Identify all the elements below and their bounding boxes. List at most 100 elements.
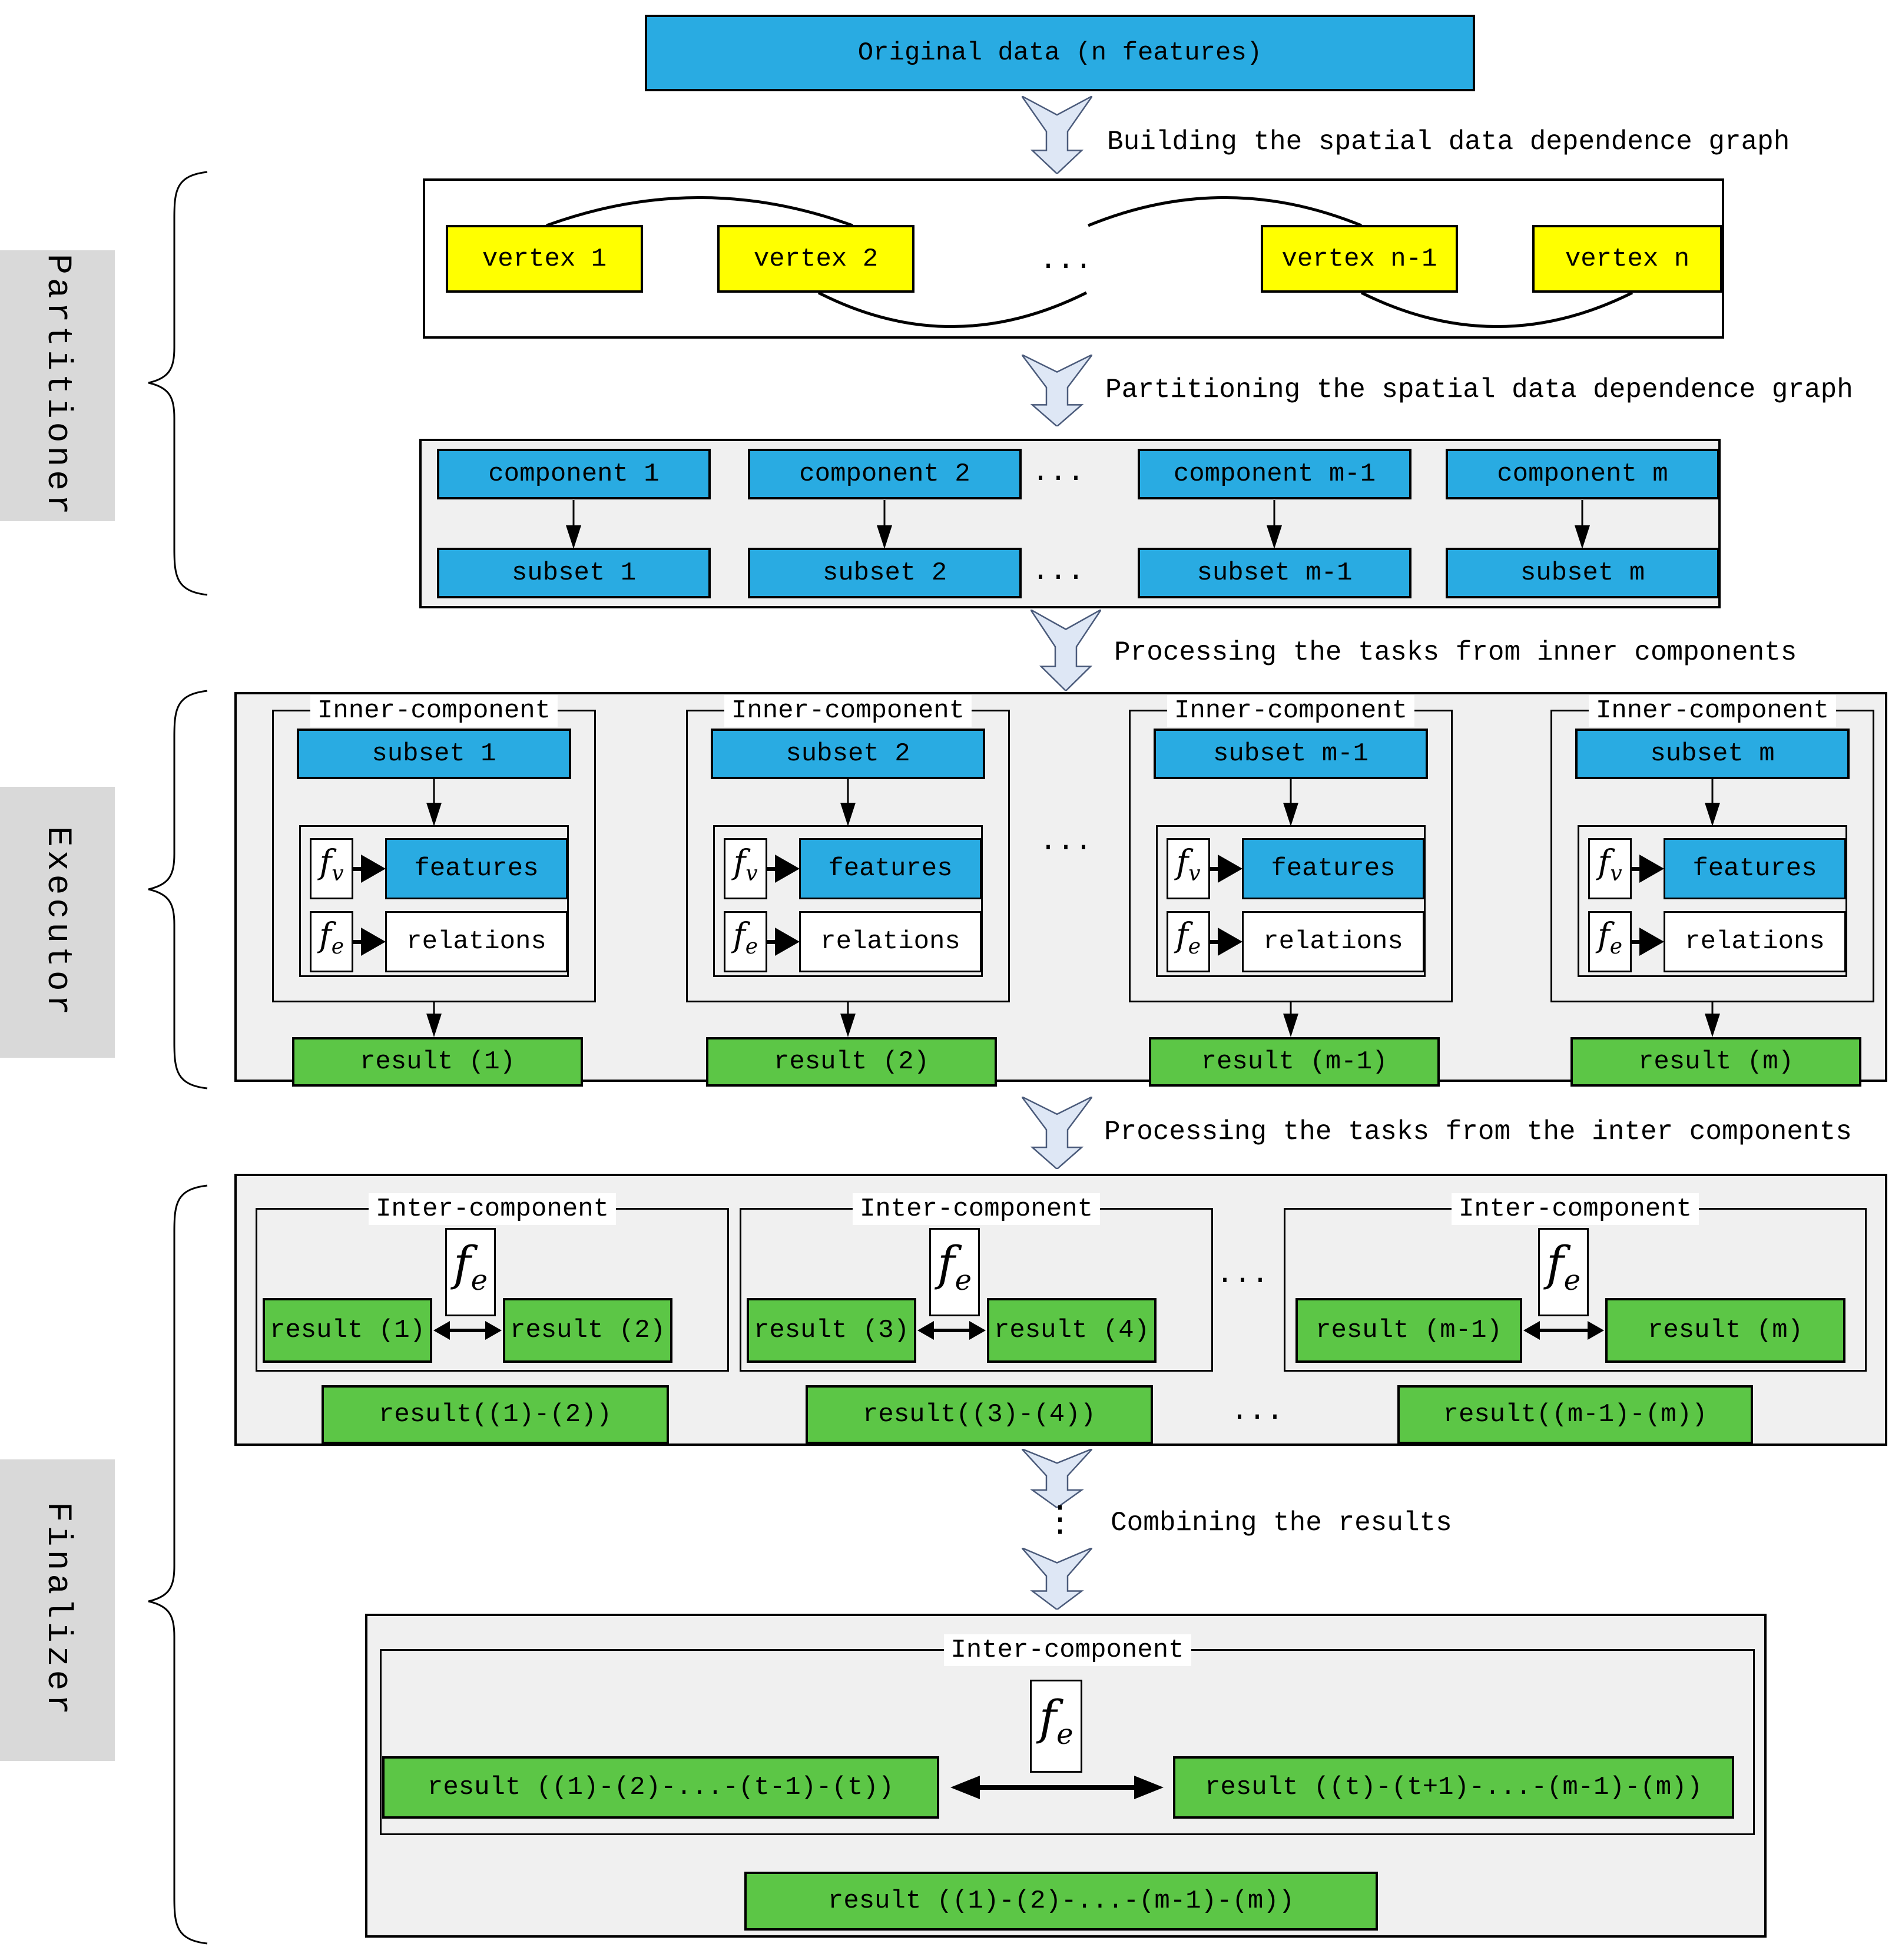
subset-1-label: subset 1 xyxy=(511,558,637,588)
vertex-1-box: vertex 1 xyxy=(446,225,643,293)
vertex-2-label: vertex 2 xyxy=(753,244,879,274)
ic3-relations-box: relations xyxy=(1242,911,1424,972)
down-arrow-partition xyxy=(1022,355,1092,426)
ic1-features-label: features xyxy=(414,854,539,883)
itc2-result-left-label: result (3) xyxy=(753,1316,910,1345)
ic2-subset-label: subset 2 xyxy=(786,739,910,769)
subset-2-box: subset 2 xyxy=(748,548,1022,598)
down-arrow-build xyxy=(1022,96,1092,174)
ic3-result-box: result (m-1) xyxy=(1149,1037,1440,1087)
ic3-result-label: result (m-1) xyxy=(1201,1047,1388,1077)
component-ellipsis: ... xyxy=(1032,456,1085,489)
ic3-subset-box: subset m-1 xyxy=(1154,729,1428,779)
component-m1-box: component m-1 xyxy=(1138,449,1411,499)
combined-result-3-box: result((m-1)-(m)) xyxy=(1397,1385,1753,1444)
itc3-result-right-label: result (m) xyxy=(1647,1316,1804,1345)
fe-symbol: fe xyxy=(453,1236,488,1297)
inner-component-3: Inner-component xyxy=(1129,695,1453,1002)
ic4-fv-box: fv xyxy=(1588,838,1632,899)
combine-vdots: ⋮ xyxy=(1042,1502,1078,1542)
ic1-subset-label: subset 1 xyxy=(372,739,496,769)
ic3-features-label: features xyxy=(1271,854,1396,883)
vertex-n1-label: vertex n-1 xyxy=(1281,244,1437,274)
ic1-func-box xyxy=(299,825,569,977)
brace-finalizer xyxy=(148,1184,208,1945)
subset-m-label: subset m xyxy=(1520,558,1645,588)
brace-executor xyxy=(148,690,208,1090)
ic4-features-box: features xyxy=(1664,838,1846,899)
ic1-features-box: features xyxy=(385,838,568,899)
inner-component-2-title: Inner-component xyxy=(724,695,972,727)
ic2-features-box: features xyxy=(799,838,982,899)
vertex-n-label: vertex n xyxy=(1565,244,1690,274)
ic4-subset-label: subset m xyxy=(1650,739,1775,769)
ic1-fv-box: fv xyxy=(310,838,353,899)
component-m-label: component m xyxy=(1497,459,1668,489)
ic2-features-label: features xyxy=(828,854,953,883)
subset-ellipsis: ... xyxy=(1032,555,1085,588)
ic2-fe-box: fe xyxy=(724,911,767,972)
vertex-ellipsis: ... xyxy=(1039,244,1093,277)
subset-m1-box: subset m-1 xyxy=(1138,548,1411,598)
ic1-fe-box: fe xyxy=(310,911,353,972)
final-result-left-label: result ((1)-(2)-...-(t-1)-(t)) xyxy=(427,1773,894,1802)
ic1-relations-box: relations xyxy=(385,911,568,972)
ic1-fe-arrow xyxy=(353,928,386,956)
itc1-result-right-label: result (2) xyxy=(509,1316,666,1345)
ic3-subset-label: subset m-1 xyxy=(1212,739,1369,769)
itc1-result-left-box: result (1) xyxy=(263,1298,432,1363)
ic3-relations-label: relations xyxy=(1263,927,1403,956)
component-2-label: component 2 xyxy=(799,459,970,489)
step-label-build: Building the spatial data dependence gra… xyxy=(1107,127,1790,157)
ic2-result-box: result (2) xyxy=(706,1037,997,1087)
ic4-fv-arrow xyxy=(1632,855,1664,883)
side-label-finalizer: Finalizer xyxy=(0,1459,115,1761)
subset-1-box: subset 1 xyxy=(437,548,711,598)
vertex-n-box: vertex n xyxy=(1532,225,1722,293)
itc3-fe-box: fe xyxy=(1538,1228,1589,1316)
component-m-box: component m xyxy=(1446,449,1719,499)
final-combined-result-box: result ((1)-(2)-...-(m-1)-(m)) xyxy=(744,1872,1378,1931)
component-2-box: component 2 xyxy=(748,449,1022,499)
itc3-result-left-box: result (m-1) xyxy=(1295,1298,1522,1363)
down-arrow-inner xyxy=(1031,610,1101,691)
ic4-fe-box: fe xyxy=(1588,911,1632,972)
ic3-fv-arrow xyxy=(1210,855,1242,883)
fv-symbol: fv xyxy=(1176,843,1201,886)
fe-symbol: fe xyxy=(319,916,344,959)
ic1-subset-box: subset 1 xyxy=(297,729,571,779)
component-m1-label: component m-1 xyxy=(1173,459,1376,489)
brace-partitioner xyxy=(148,171,208,596)
vertex-n1-box: vertex n-1 xyxy=(1261,225,1458,293)
itc2-result-right-label: result (4) xyxy=(993,1316,1150,1345)
ic1-relations-label: relations xyxy=(406,927,546,956)
ic3-fv-box: fv xyxy=(1167,838,1210,899)
ic1-result-box: result (1) xyxy=(292,1037,583,1087)
subset-m1-label: subset m-1 xyxy=(1197,558,1353,588)
down-arrow-combine-1 xyxy=(1022,1449,1092,1508)
down-arrow-inter xyxy=(1022,1097,1092,1169)
ic2-relations-label: relations xyxy=(820,927,960,956)
combined-result-3-label: result((m-1)-(m)) xyxy=(1443,1400,1708,1429)
final-result-left-box: result ((1)-(2)-...-(t-1)-(t)) xyxy=(382,1756,939,1819)
subset-2-label: subset 2 xyxy=(822,558,947,588)
ic4-relations-box: relations xyxy=(1664,911,1846,972)
ic2-relations-box: relations xyxy=(799,911,982,972)
step-label-combine: Combining the results xyxy=(1111,1508,1452,1538)
subset-m-box: subset m xyxy=(1446,548,1719,598)
itc3-result-right-box: result (m) xyxy=(1605,1298,1845,1363)
fe-symbol: fe xyxy=(733,916,758,959)
itc1-fe-box: fe xyxy=(445,1228,496,1316)
executor-ellipsis: ... xyxy=(1039,825,1093,859)
inter-component-3-title: Inter-component xyxy=(1451,1193,1699,1225)
component-1-label: component 1 xyxy=(488,459,660,489)
fe-symbol: fe xyxy=(1039,1690,1073,1752)
itc2-result-left-box: result (3) xyxy=(747,1298,916,1363)
step-label-inner: Processing the tasks from inner componen… xyxy=(1114,637,1797,668)
final-result-right-label: result ((t)-(t+1)-...-(m-1)-(m)) xyxy=(1205,1773,1702,1802)
ic4-features-label: features xyxy=(1692,854,1817,883)
inner-component-4: Inner-component xyxy=(1550,695,1874,1002)
ic3-features-box: features xyxy=(1242,838,1424,899)
inner-component-2: Inner-component xyxy=(686,695,1010,1002)
side-label-partitioner: Partitioner xyxy=(0,250,115,521)
